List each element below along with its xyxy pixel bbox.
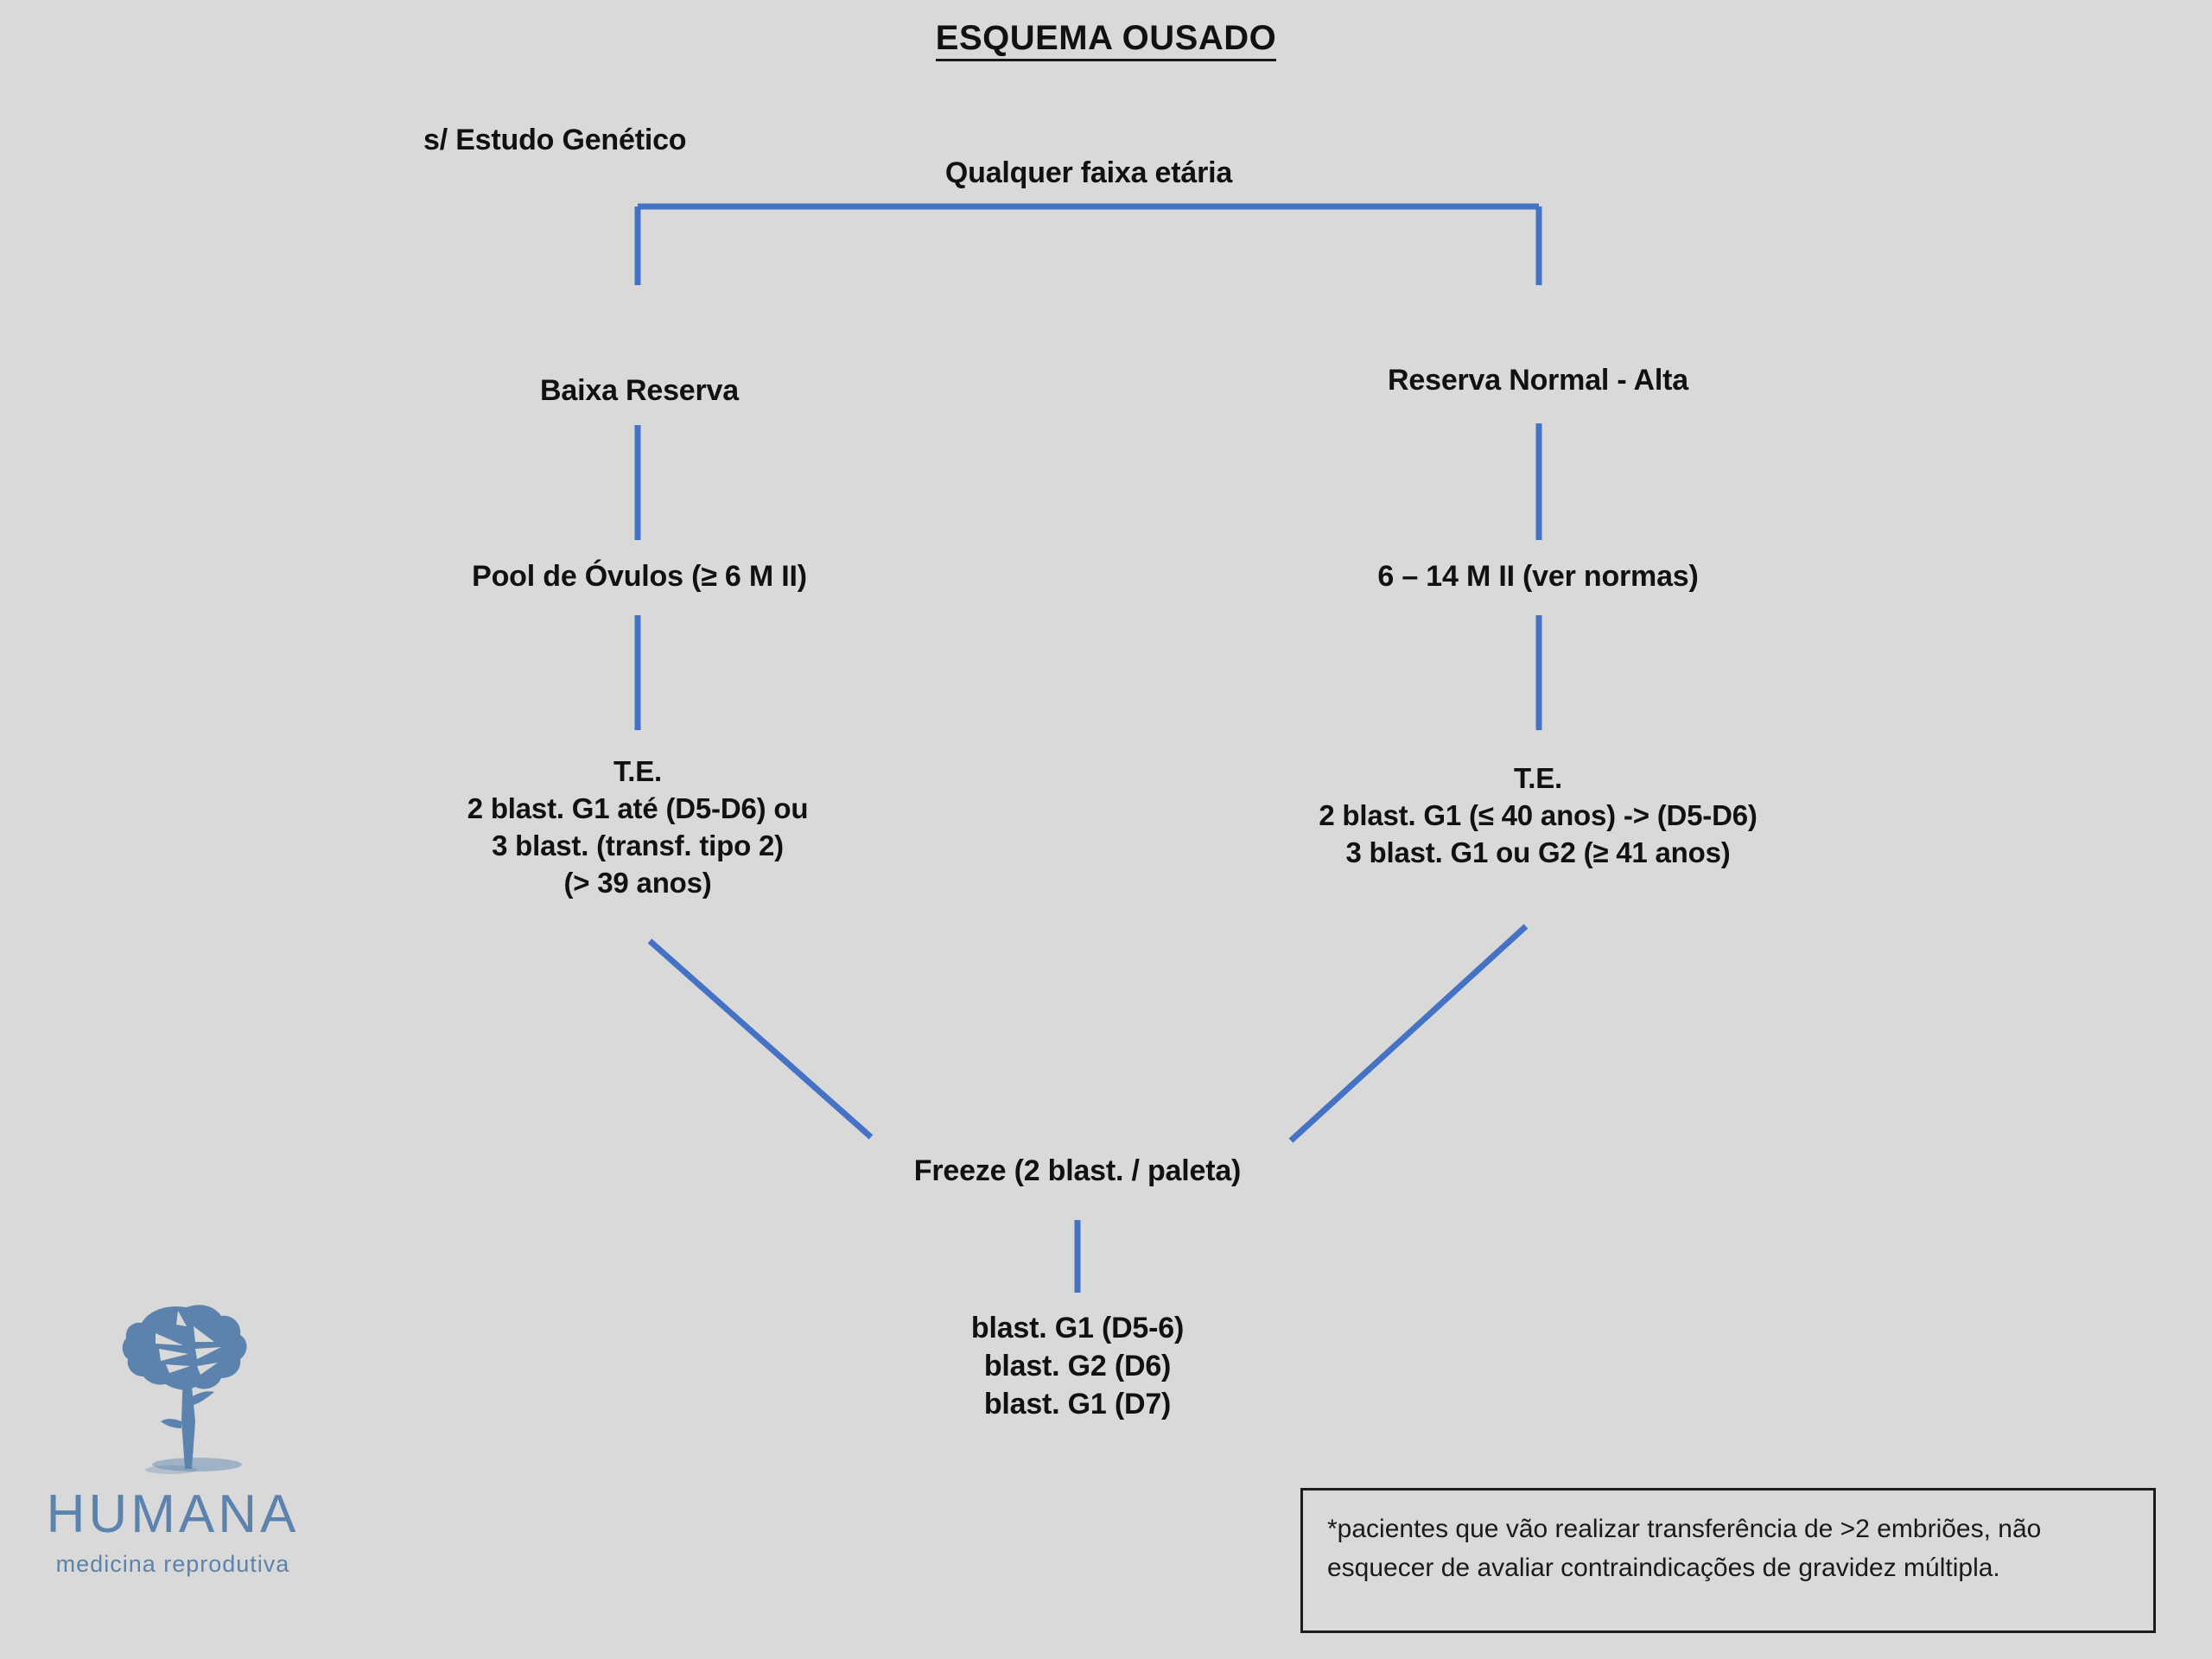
connector-right-diagonal-to-freeze — [1288, 924, 1529, 1143]
node-reserva-normal-alta: Reserva Normal - Alta — [1388, 364, 1688, 397]
tree-icon — [122, 1305, 247, 1474]
connector-left-diagonal-to-freeze — [647, 938, 874, 1140]
footnote-box: *pacientes que vão realizar transferênci… — [1300, 1488, 2156, 1633]
node-pool-ovulos: Pool de Óvulos (≥ 6 M II) — [472, 560, 807, 593]
node-blast-list: blast. G1 (D5-6) blast. G2 (D6) blast. G… — [970, 1312, 1185, 1421]
logo-wordmark: HUMANA — [46, 1484, 300, 1544]
humana-logo: HUMANA medicina reprodutiva — [22, 1292, 324, 1629]
page-title: ESQUEMA OUSADO — [0, 19, 2212, 61]
node-te-left: T.E. 2 blast. G1 até (D5-D6) ou 3 blast.… — [467, 755, 809, 899]
node-mii-ver-normas: 6 – 14 M II (ver normas) — [1377, 560, 1699, 593]
logo-tagline: medicina reprodutiva — [55, 1551, 290, 1577]
node-te-right: T.E. 2 blast. G1 (≤ 40 anos) -> (D5-D6) … — [1319, 762, 1758, 868]
node-freeze: Freeze (2 blast. / paleta) — [913, 1154, 1242, 1187]
footnote-text: *pacientes que vão realizar transferênci… — [1327, 1515, 2042, 1582]
node-genetic-study: s/ Estudo Genético — [423, 124, 687, 156]
node-age-range: Qualquer faixa etária — [944, 156, 1233, 189]
node-baixa-reserva: Baixa Reserva — [540, 374, 739, 407]
page-title-text: ESQUEMA OUSADO — [935, 19, 1277, 61]
